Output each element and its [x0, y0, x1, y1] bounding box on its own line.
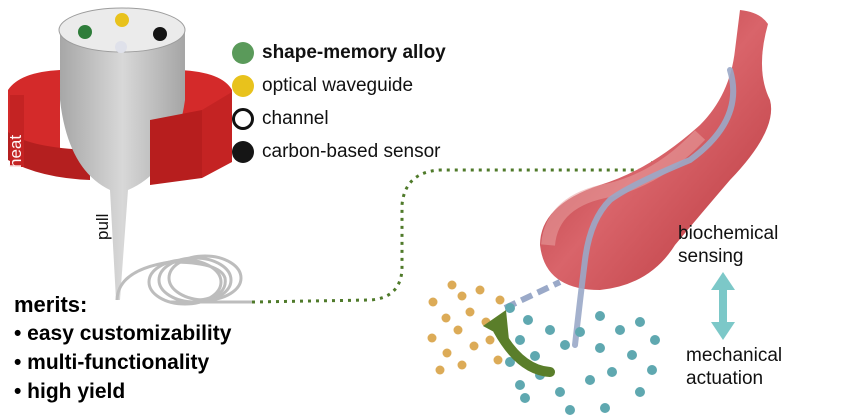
particle-teal	[515, 335, 525, 345]
fiber-coil	[115, 254, 252, 306]
legend-swatch	[232, 141, 254, 163]
merit-item: • easy customizability	[14, 322, 232, 345]
particle-teal	[585, 375, 595, 385]
vessel-fiber	[572, 67, 737, 348]
particle-orange	[427, 333, 437, 343]
mechanical-actuation-label: mechanical actuation	[686, 345, 783, 389]
merit-item: • multi-functionality	[14, 351, 210, 374]
legend-swatch	[232, 75, 254, 97]
merit-item: • high yield	[14, 380, 126, 403]
preform-dot-black	[153, 27, 167, 41]
particle-orange	[495, 295, 505, 305]
particle-teal	[635, 317, 645, 327]
pull-label: pull	[93, 214, 112, 240]
dotted-path	[251, 161, 669, 304]
legend-label: carbon-based sensor	[262, 141, 441, 162]
particle-orange	[485, 335, 495, 345]
particle-teal	[600, 403, 610, 413]
particle-orange	[469, 341, 479, 351]
particle-teal	[627, 350, 637, 360]
particle-teal	[595, 311, 605, 321]
particle-teal	[565, 405, 575, 415]
legend-label: channel	[262, 108, 329, 129]
particles	[427, 280, 660, 415]
particle-orange	[457, 360, 467, 370]
heater-ring-front	[150, 92, 232, 185]
particle-orange	[428, 297, 438, 307]
particle-teal	[555, 387, 565, 397]
legend-label: optical waveguide	[262, 75, 414, 96]
biochemical-sensing-label: biochemical sensing	[678, 223, 779, 267]
legend-label: shape-memory alloy	[262, 42, 446, 63]
particle-orange	[465, 307, 475, 317]
particle-teal	[647, 365, 657, 375]
particle-teal	[635, 387, 645, 397]
double-arrow	[711, 272, 735, 340]
particle-teal	[523, 315, 533, 325]
merits-title: merits:	[14, 292, 88, 317]
vessel-fiber-dashed	[503, 279, 562, 311]
legend-item: carbon-based sensor	[232, 139, 441, 165]
preform	[58, 7, 186, 300]
particle-teal	[545, 325, 555, 335]
particle-teal	[505, 357, 515, 367]
legend-swatch	[232, 42, 254, 64]
heat-label: heat	[6, 135, 25, 168]
particle-orange	[447, 280, 457, 290]
particle-teal	[575, 327, 585, 337]
particle-teal	[560, 340, 570, 350]
particle-teal	[530, 351, 540, 361]
particle-teal	[515, 380, 525, 390]
preform-dot-yellow	[115, 13, 129, 27]
particle-orange	[435, 365, 445, 375]
merits-list: merits: • easy customizability • multi-f…	[14, 290, 231, 406]
particle-orange	[457, 291, 467, 301]
particle-orange	[441, 313, 451, 323]
preform-dot-green	[78, 25, 92, 39]
legend-swatch	[232, 108, 254, 130]
preform-dot-white	[115, 41, 127, 53]
particle-teal	[607, 367, 617, 377]
legend-item: optical waveguide	[232, 73, 413, 99]
particle-teal	[650, 335, 660, 345]
actuation-arrow	[483, 310, 555, 377]
particle-teal	[615, 325, 625, 335]
particle-teal	[505, 303, 515, 313]
particle-orange	[493, 355, 503, 365]
particle-orange	[453, 325, 463, 335]
particle-orange	[475, 285, 485, 295]
particle-orange	[442, 348, 452, 358]
legend-item: shape-memory alloy	[232, 40, 446, 66]
particle-teal	[520, 393, 530, 403]
particle-teal	[595, 343, 605, 353]
legend-item: channel	[232, 106, 329, 132]
